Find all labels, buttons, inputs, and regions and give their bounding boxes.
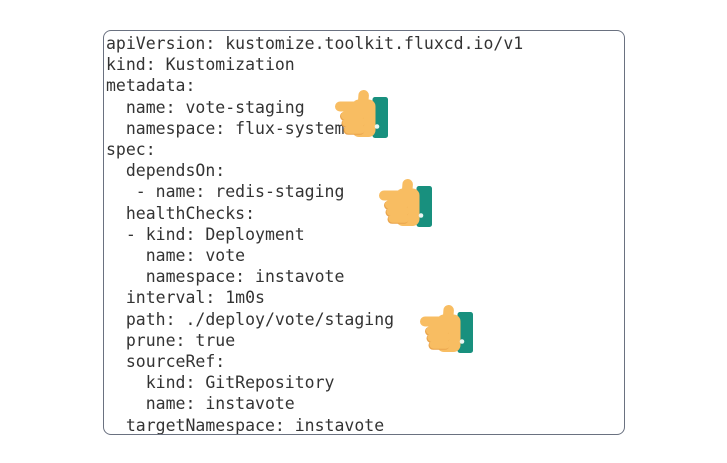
yaml-code-block: apiVersion: kustomize.toolkit.fluxcd.io/… [103,30,625,435]
code-line: namespace: instavote [106,267,345,287]
code-line: name: vote-staging [106,97,305,117]
code-line: kind: Kustomization [106,55,295,75]
code-line: name: instavote [106,394,295,414]
code-line: sourceRef: [106,352,226,372]
code-line: apiVersion: kustomize.toolkit.fluxcd.io/… [106,34,524,53]
code-line: namespace: flux-system [106,118,345,138]
yaml-code: apiVersion: kustomize.toolkit.fluxcd.io/… [106,33,624,435]
code-line: metadata: [106,76,196,96]
code-line: - name: redis-staging [106,182,345,202]
code-line: interval: 1m0s [106,288,265,308]
code-line: spec: [106,140,156,160]
code-line: healthChecks: [106,203,256,223]
code-line: targetNamespace: instavote [106,415,385,435]
code-line: prune: true [106,330,236,350]
code-line: dependsOn: [106,161,226,181]
code-line: path: ./deploy/vote/staging [106,309,395,329]
code-line: kind: GitRepository [106,373,335,393]
code-line: name: vote [106,246,246,266]
code-line: - kind: Deployment [106,224,305,244]
